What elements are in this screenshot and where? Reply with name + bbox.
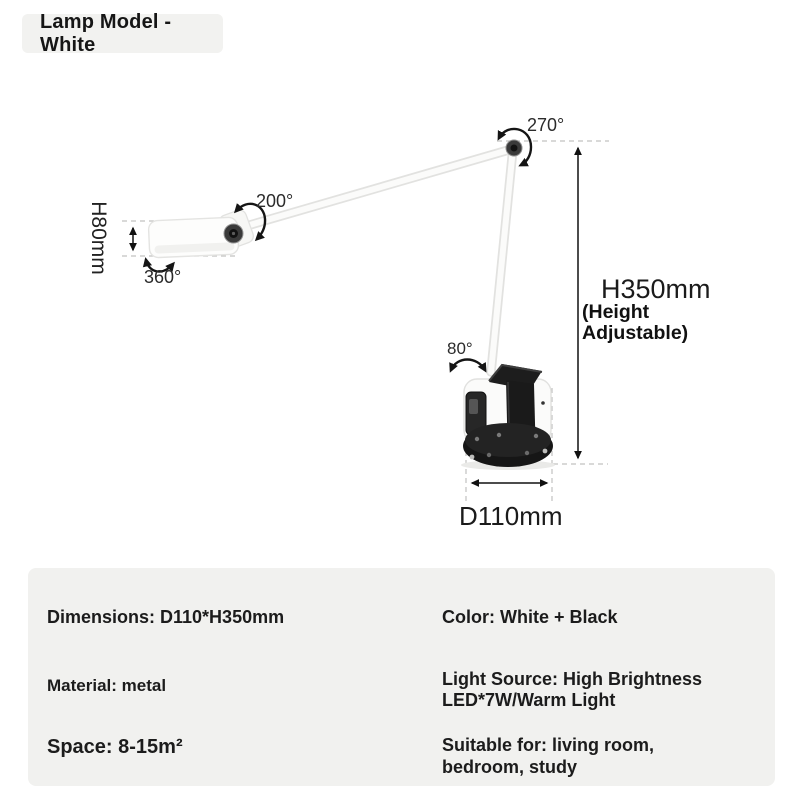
spec-light-source: Light Source: High Brightness LED*7W/War…: [442, 669, 703, 710]
rotation-arrows: [142, 127, 533, 373]
model-badge: Lamp Model - White: [22, 11, 223, 56]
angle-label-80: 80°: [447, 339, 473, 358]
base-screw-5: [524, 450, 530, 456]
base-disc-top: [465, 423, 551, 457]
spec-material: Material: metal: [47, 676, 167, 695]
base-screw-3: [533, 433, 539, 439]
top-joint: [505, 139, 523, 157]
base-side-clamp-notch: [469, 399, 478, 414]
spec-dimensions: Dimensions: D110*H350mm: [47, 607, 285, 627]
height-adjustable-note: (Height Adjustable): [582, 301, 689, 344]
spec-panel: [28, 568, 775, 786]
base-body-dot: [541, 401, 545, 405]
lamp-base: [461, 363, 555, 470]
spec-suitable-for: Suitable for: living room, bedroom, stud…: [442, 735, 655, 777]
rotation-arrow-80-icon: [449, 358, 487, 373]
top-joint-knob-center: [510, 144, 518, 152]
base-screw-2: [496, 432, 502, 438]
head-joint-knob-pin: [231, 231, 236, 236]
rotation-arrow-270-icon: [497, 127, 533, 167]
base-top-plate-highlight: [488, 363, 543, 382]
spec-space: Space: 8-15m²: [47, 736, 183, 758]
lamp-arms: [238, 143, 518, 377]
lower-arm: [488, 145, 516, 375]
lamp-diagram: [122, 127, 609, 503]
rotation-arrow-360-icon: [142, 257, 175, 273]
angle-label-360: 360°: [144, 267, 182, 287]
dimension-arrows: [129, 146, 582, 487]
base-foot-pad-left: [469, 454, 475, 460]
head-height-label: H80mm: [87, 201, 110, 275]
base-screw-1: [474, 436, 480, 442]
rotation-arrow-200-icon: [233, 202, 267, 242]
lamp-head: [147, 209, 254, 259]
model-badge-label: Lamp Model - White: [40, 10, 172, 56]
base-screw-4: [486, 452, 492, 458]
total-height-label: H350mm: [601, 274, 711, 304]
angle-label-200: 200°: [256, 191, 294, 211]
upper-arm: [240, 146, 515, 230]
base-foot-pad-right: [542, 448, 548, 454]
base-diameter-label: D110mm: [459, 501, 563, 531]
spec-color: Color: White + Black: [442, 607, 618, 627]
angle-label-270: 270°: [527, 115, 565, 135]
head-shade-shadow: [154, 242, 235, 254]
